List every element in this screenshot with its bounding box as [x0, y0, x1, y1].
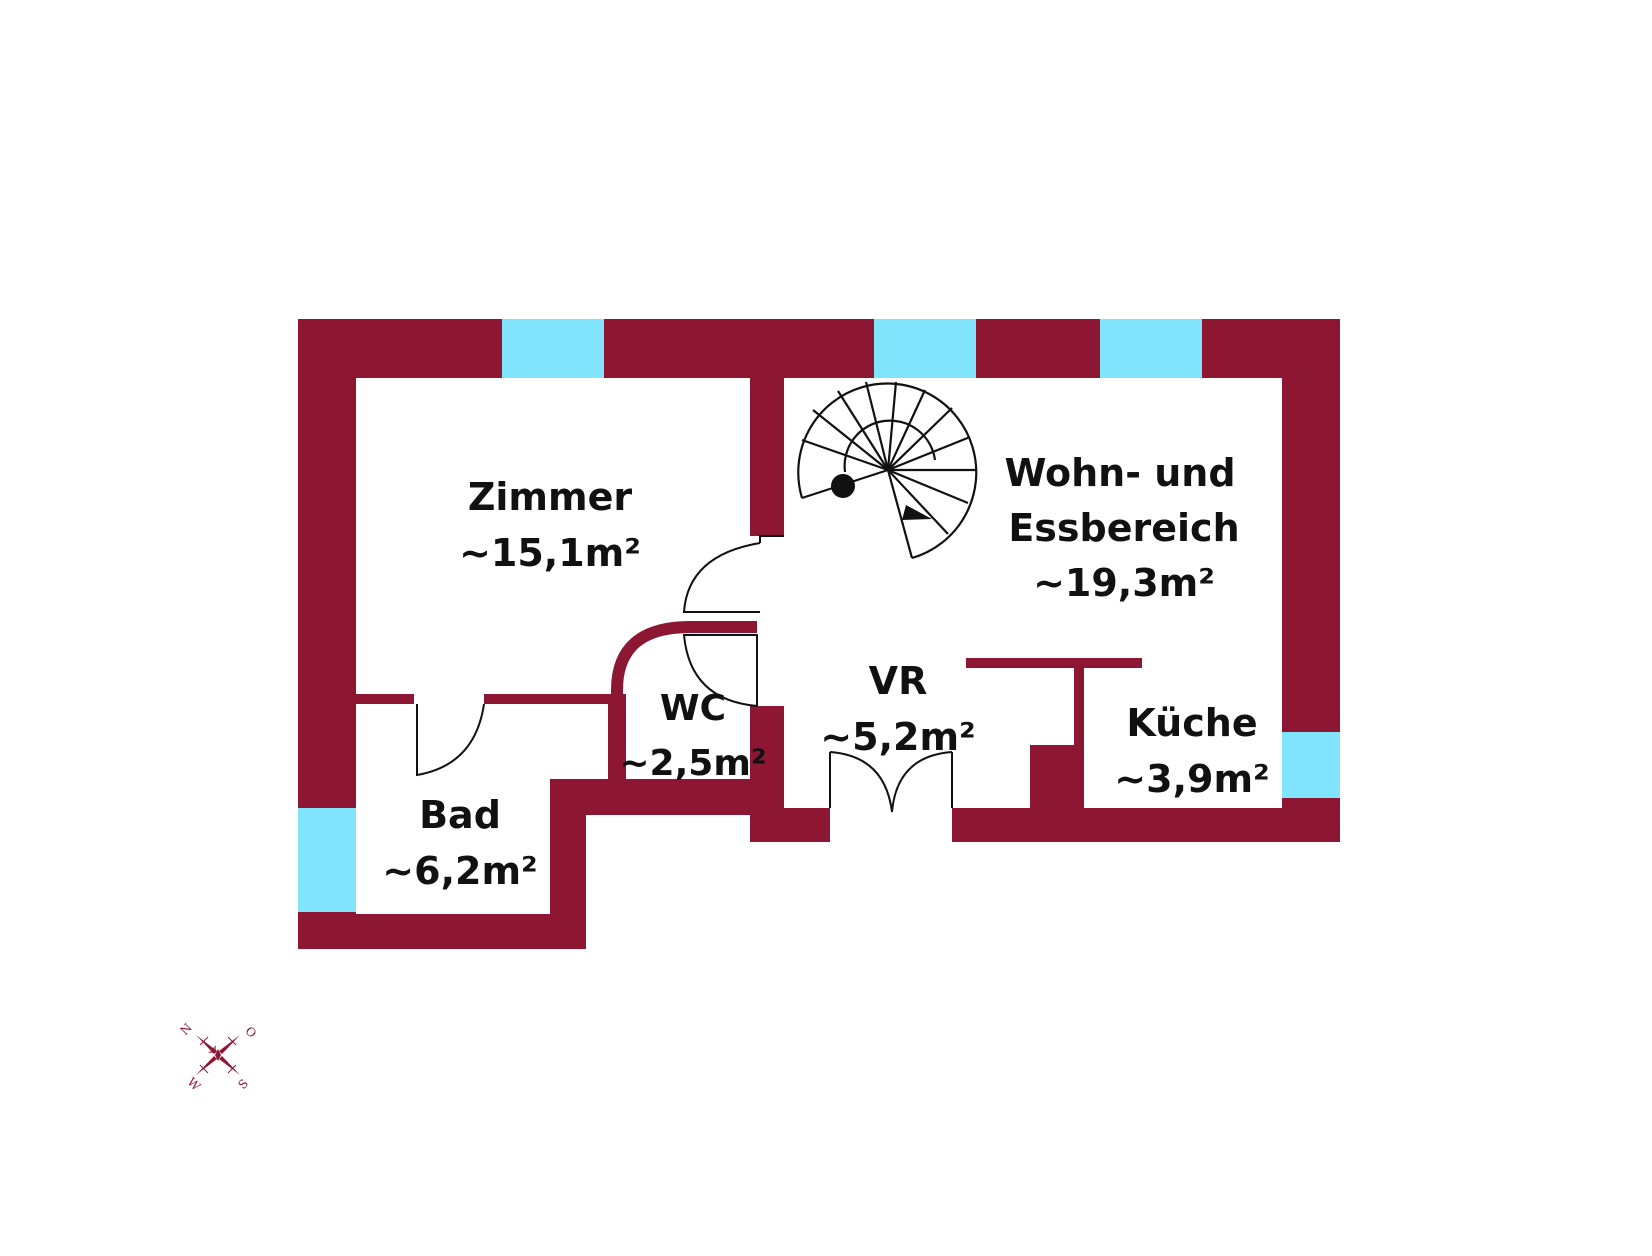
wc-curved-wall	[611, 621, 757, 700]
label-wc-area: ~2,5m²	[619, 743, 766, 784]
door-bad	[416, 703, 485, 777]
interior-walls	[356, 694, 626, 784]
zimmer-bad-wall-right	[484, 694, 618, 704]
staircase-inner-arc	[843, 419, 937, 473]
door-zimmer-frame	[759, 535, 784, 543]
door-entrance-left	[829, 751, 893, 813]
staircase-start-dot	[831, 474, 855, 498]
label-zimmer-area: ~15,1m²	[459, 531, 641, 575]
compass-s: S	[235, 1076, 251, 1092]
doors	[416, 535, 953, 813]
label-wohn-area: ~19,3m²	[1033, 561, 1215, 605]
compass-rose-icon: N O S W	[178, 1021, 260, 1094]
kitchen-counter-wall	[966, 658, 1142, 668]
label-bad-name: Bad	[419, 793, 501, 837]
compass-n: N	[178, 1021, 195, 1038]
spiral-staircase-icon	[797, 381, 978, 560]
label-vr-area: ~5,2m²	[820, 715, 975, 759]
label-bad-area: ~6,2m²	[382, 849, 537, 893]
label-wohn-line2: Essbereich	[1008, 506, 1239, 550]
compass-w: W	[185, 1075, 204, 1094]
label-kueche-area: ~3,9m²	[1114, 757, 1269, 801]
bottom-wall-right	[952, 808, 1340, 842]
zimmer-bad-wall-left	[356, 694, 414, 704]
compass-o: O	[242, 1024, 259, 1041]
door-entrance-right	[891, 751, 953, 813]
label-vr-name: VR	[869, 659, 928, 703]
window-bad	[298, 808, 356, 912]
window-zimmer	[502, 319, 604, 378]
center-wall-lower	[750, 706, 784, 842]
room-labels: Zimmer ~15,1m² Wohn- und Essbereich ~19,…	[382, 451, 1269, 893]
staircase-outer-arc	[797, 382, 978, 560]
door-wc	[682, 634, 758, 708]
window-wohn-1	[874, 319, 976, 378]
label-wohn-line1: Wohn- und	[1004, 451, 1235, 495]
window-kueche	[1282, 732, 1340, 798]
stair-treads	[801, 381, 976, 535]
label-kueche-name: Küche	[1126, 701, 1257, 745]
bottom-wall-left	[298, 914, 586, 949]
label-zimmer-name: Zimmer	[468, 475, 633, 519]
staircase-direction-arrow	[902, 505, 932, 520]
door-zimmer	[682, 542, 761, 613]
center-wall-upper	[750, 319, 784, 536]
wc-left-wall	[608, 694, 626, 784]
label-wc-name: WC	[660, 688, 726, 729]
wc-bottom-wall	[550, 779, 760, 815]
windows	[298, 319, 1340, 912]
window-wohn-2	[1100, 319, 1202, 378]
stair-edge-end	[886, 469, 914, 559]
kitchen-partition	[1074, 658, 1084, 808]
